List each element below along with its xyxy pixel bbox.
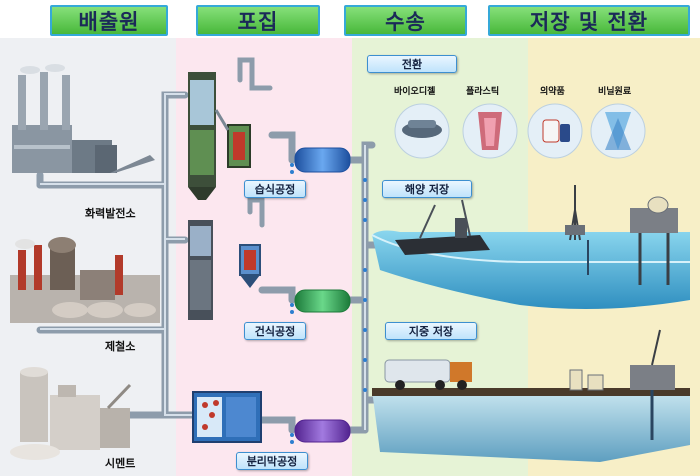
tag-ground-storage: 지중 저장 (385, 322, 477, 340)
header-storage: 저장 및 전환 (488, 5, 690, 36)
membrane-capture-unit (192, 391, 262, 443)
wet-capture-unit (188, 72, 251, 200)
dry-capture-unit (188, 220, 261, 320)
product-images (394, 103, 646, 159)
steel-works-illustration (10, 237, 160, 323)
cement-plant-illustration (10, 367, 132, 460)
label-steel-works: 제철소 (105, 340, 136, 353)
flow-dots (290, 163, 367, 444)
product-label-plastic: 플라스틱 (466, 87, 500, 97)
transport-tank-blue (294, 147, 351, 173)
header-emission: 배출원 (50, 5, 168, 36)
product-label-vinyl: 비닐원료 (598, 87, 632, 97)
tag-conversion: 전환 (367, 55, 457, 73)
header-transport: 수송 (344, 5, 467, 36)
tag-membrane-process: 분리막공정 (236, 452, 308, 470)
power-plant-illustration (12, 64, 155, 173)
ocean-storage-illustration (371, 185, 690, 309)
header-capture: 포집 (196, 5, 320, 36)
tag-wet-process: 습식공정 (244, 180, 306, 198)
tag-ocean-storage: 해양 저장 (382, 180, 472, 198)
ground-storage-illustration (372, 329, 690, 462)
transport-tank-purple (294, 419, 351, 443)
label-power-plant: 화력발전소 (85, 207, 136, 220)
transport-tank-green (294, 289, 351, 313)
label-cement: 시멘트 (105, 457, 136, 470)
tag-dry-process: 건식공정 (244, 322, 306, 340)
product-label-medicine: 의약품 (540, 87, 565, 97)
product-label-biodiesel: 바이오디젤 (394, 87, 436, 97)
